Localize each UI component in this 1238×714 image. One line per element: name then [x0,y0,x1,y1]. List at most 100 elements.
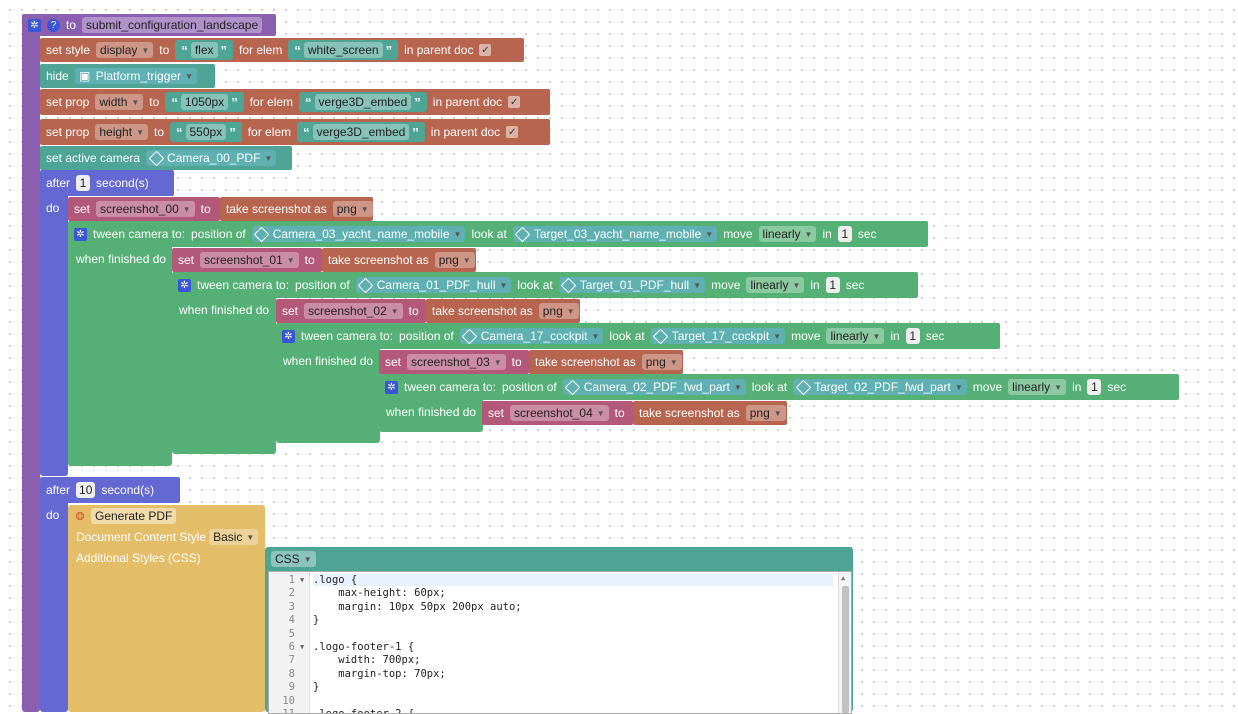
easing-dropdown[interactable]: linearly▼ [746,277,805,293]
variable-dropdown[interactable]: screenshot_00▼ [96,201,195,217]
procedure-header[interactable]: ✲ ? to submit_configuration_landscape [22,14,276,36]
text-value[interactable]: 550px [185,124,227,140]
format-dropdown[interactable]: png▼ [745,405,786,421]
text-value[interactable]: flex [190,42,218,58]
tween-header-2[interactable]: ✲ tween camera to: position of Camera_01… [172,272,918,298]
scrollbar[interactable]: ▲ [838,572,851,713]
scroll-thumb[interactable] [842,586,849,713]
gear-icon[interactable]: ✲ [282,329,295,343]
scroll-up-icon[interactable]: ▲ [841,574,846,582]
variable-dropdown[interactable]: screenshot_02▼ [304,303,403,319]
hide-block[interactable]: hide ▣Platform_trigger▼ [40,64,215,88]
set-prop-height-block[interactable]: set prop height▼ to “550px” for elem “ve… [40,119,550,145]
take-screenshot-block[interactable]: take screenshot as png▼ [322,248,476,272]
procedure-name-field[interactable]: submit_configuration_landscape [82,17,263,33]
text-value[interactable]: verge3D_embed [314,94,412,110]
help-icon[interactable]: ? [47,18,60,32]
easing-dropdown[interactable]: linearly▼ [1008,379,1067,395]
fold-icon[interactable]: ▼ [300,576,305,584]
take-screenshot-block[interactable]: take screenshot as png▼ [426,299,580,323]
take-screenshot-block[interactable]: take screenshot as png▼ [633,401,787,425]
tween-header-4[interactable]: ✲ tween camera to: position of Camera_02… [379,374,1179,400]
format-dropdown[interactable]: png▼ [332,201,373,217]
tween-header-3[interactable]: ✲ tween camera to: position of Camera_17… [276,323,1000,349]
after-block-1[interactable] [40,170,68,476]
set-var-block[interactable]: set screenshot_04▼ to [482,401,633,425]
text-block[interactable]: “white_screen” [288,40,399,60]
text-block[interactable]: “1050px” [165,92,244,112]
code-line: max-height: 60px; [313,587,446,600]
css-dropdown[interactable]: CSS▼ [271,551,316,567]
checkbox[interactable]: ✓ [479,44,492,56]
format-value: png [645,355,666,369]
delay-input[interactable]: 1 [76,175,91,191]
easing-dropdown[interactable]: linearly▼ [758,226,817,242]
set-var-block[interactable]: set screenshot_03▼ to [379,350,529,374]
text-block[interactable]: “550px” [170,122,242,142]
prop-dropdown[interactable]: width▼ [95,94,144,110]
quote-icon: ” [385,42,393,58]
take-screenshot-block[interactable]: take screenshot as png▼ [529,350,683,374]
content-style-dropdown[interactable]: Basic▼ [209,529,259,545]
format-dropdown[interactable]: png▼ [434,252,475,268]
text-block[interactable]: “verge3D_embed” [297,122,425,142]
duration-input[interactable]: 1 [905,328,920,344]
set-var-block[interactable]: set screenshot_02▼ to [276,299,426,323]
fold-icon[interactable]: ▼ [300,643,305,651]
text-block[interactable]: “flex” [175,40,233,60]
tween-header-1[interactable]: ✲ tween camera to: position of Camera_03… [68,221,928,247]
generate-pdf-block[interactable] [68,505,265,712]
gear-icon[interactable]: ✲ [28,18,41,32]
gear-icon[interactable]: ✲ [178,278,191,292]
checkbox[interactable]: ✓ [508,96,521,108]
target-dropdown[interactable]: Target_02_PDF_fwd_part▼ [793,379,967,395]
code-line: margin: 10px 50px 200px auto; [313,600,522,613]
gear-icon[interactable]: ✲ [74,227,87,241]
camera-dropdown[interactable]: Camera_02_PDF_fwd_part▼ [562,379,746,395]
text-value[interactable]: 1050px [180,94,229,110]
code-editor[interactable]: 1▼.logo {2 max-height: 60px;3 margin: 10… [268,571,852,714]
duration-input[interactable]: 1 [825,277,840,293]
after-header-2[interactable]: after 10 second(s) [40,477,180,503]
set-prop-width-block[interactable]: set prop width▼ to “1050px” for elem “ve… [40,89,550,115]
format-value: png [438,253,459,267]
gear-icon[interactable]: ✲ [385,380,398,394]
line-number: 9 [288,681,295,694]
object-dropdown[interactable]: ▣Platform_trigger▼ [74,68,197,84]
after-header-1[interactable]: after 1 second(s) [40,170,174,196]
style-dropdown[interactable]: display▼ [96,42,154,58]
duration-input[interactable]: 1 [837,226,852,242]
variable-dropdown[interactable]: screenshot_01▼ [200,252,299,268]
chevron-down-icon: ▼ [182,204,191,214]
to-label: to [149,95,160,109]
set-var-block[interactable]: set screenshot_00▼ to [68,197,220,221]
text-value[interactable]: white_screen [303,42,383,58]
format-dropdown[interactable]: png▼ [538,303,579,319]
procedure-block[interactable] [22,14,40,712]
target-dropdown[interactable]: Target_03_yacht_name_mobile▼ [512,226,718,242]
format-dropdown[interactable]: png▼ [641,354,682,370]
generate-pdf-header: ❂ Generate PDF [68,504,188,528]
camera-dropdown[interactable]: Camera_03_yacht_name_mobile▼ [251,226,466,242]
duration-input[interactable]: 1 [1087,379,1102,395]
camera-dropdown[interactable]: Camera_00_PDF▼ [146,150,277,166]
camera-dropdown[interactable]: Camera_01_PDF_hull▼ [355,277,512,293]
text-block[interactable]: “verge3D_embed” [299,92,427,112]
set-active-camera-block[interactable]: set active camera Camera_00_PDF▼ [40,146,292,170]
prop-dropdown[interactable]: height▼ [95,124,148,140]
target-dropdown[interactable]: Target_17_cockpit▼ [650,328,786,344]
tween-block-2[interactable] [172,272,276,454]
camera-dropdown[interactable]: Camera_17_cockpit▼ [459,328,604,344]
take-screenshot-block[interactable]: take screenshot as png▼ [220,197,373,221]
set-style-block[interactable]: set style display▼ to “flex” for elem “w… [40,38,524,62]
set-var-block[interactable]: set screenshot_01▼ to [172,248,322,272]
easing-dropdown[interactable]: linearly▼ [826,328,885,344]
tween-block-1[interactable] [68,221,172,466]
target-dropdown[interactable]: Target_01_PDF_hull▼ [558,277,706,293]
text-value[interactable]: verge3D_embed [312,124,410,140]
delay-input[interactable]: 10 [76,482,96,498]
after-block-2[interactable] [40,477,68,712]
variable-dropdown[interactable]: screenshot_04▼ [510,405,609,421]
variable-dropdown[interactable]: screenshot_03▼ [407,354,506,370]
checkbox[interactable]: ✓ [506,126,519,138]
